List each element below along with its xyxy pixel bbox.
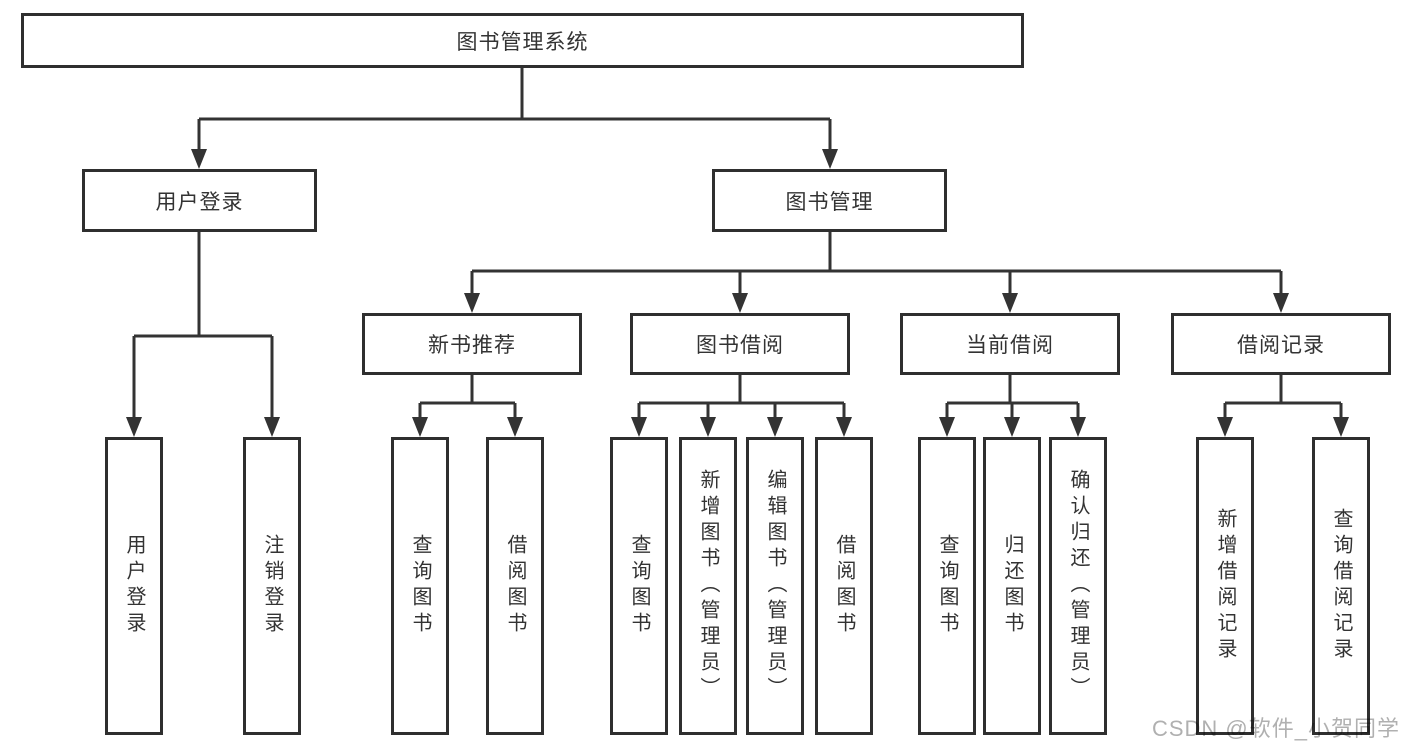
leaf-add-borrow-record: 新增借阅记录 <box>1196 437 1254 735</box>
node-label: 查询借阅记录 <box>1330 508 1352 664</box>
node-label: 查询图书 <box>409 534 431 638</box>
csdn-watermark: CSDN @软件_小贺同学 <box>1151 716 1400 741</box>
leaf-query-borrow-record: 查询借阅记录 <box>1312 437 1370 735</box>
node-label: 新增借阅记录 <box>1214 508 1236 664</box>
node-library-management-system: 图书管理系统 <box>21 13 1024 68</box>
node-label: 用户登录 <box>123 534 145 638</box>
leaf-add-book-admin: 新增图书（管理员） <box>679 437 737 735</box>
arrowheads <box>126 149 1349 437</box>
node-new-book-recommendation: 新书推荐 <box>362 313 582 375</box>
node-label: 图书管理系统 <box>456 30 589 54</box>
node-current-borrowing: 当前借阅 <box>900 313 1120 375</box>
leaf-logout: 注销登录 <box>243 437 301 735</box>
node-label: 查询图书 <box>628 534 650 638</box>
node-label: 新书推荐 <box>428 334 516 357</box>
leaf-return-book: 归还图书 <box>983 437 1041 735</box>
connector-paths <box>132 68 1343 423</box>
node-label: 确认归还（管理员） <box>1067 469 1089 703</box>
node-label: 图书管理 <box>785 190 874 214</box>
node-label: 编辑图书（管理员） <box>764 469 786 703</box>
node-user-login: 用户登录 <box>82 169 317 232</box>
leaf-confirm-return-admin: 确认归还（管理员） <box>1049 437 1107 735</box>
node-label: 查询图书 <box>936 534 958 638</box>
node-label: 归还图书 <box>1001 534 1023 638</box>
node-label: 用户登录 <box>155 190 244 214</box>
node-label: 图书借阅 <box>696 334 784 357</box>
leaf-edit-book-admin: 编辑图书（管理员） <box>746 437 804 735</box>
leaf-user-login: 用户登录 <box>105 437 163 735</box>
node-label: 借阅图书 <box>833 534 855 638</box>
leaf-query-book-borrowing: 查询图书 <box>610 437 668 735</box>
node-label: 注销登录 <box>261 534 283 638</box>
node-label: 当前借阅 <box>966 334 1054 357</box>
leaf-query-book-current: 查询图书 <box>918 437 976 735</box>
node-label: 借阅记录 <box>1237 334 1325 357</box>
leaf-borrow-book-recommend: 借阅图书 <box>486 437 544 735</box>
node-label: 新增图书（管理员） <box>697 469 719 703</box>
node-borrowing-records: 借阅记录 <box>1171 313 1391 375</box>
node-book-management: 图书管理 <box>712 169 947 232</box>
leaf-borrow-book-borrowing: 借阅图书 <box>815 437 873 735</box>
leaf-query-book-recommend: 查询图书 <box>391 437 449 735</box>
node-label: 借阅图书 <box>504 534 526 638</box>
node-book-borrowing: 图书借阅 <box>630 313 850 375</box>
